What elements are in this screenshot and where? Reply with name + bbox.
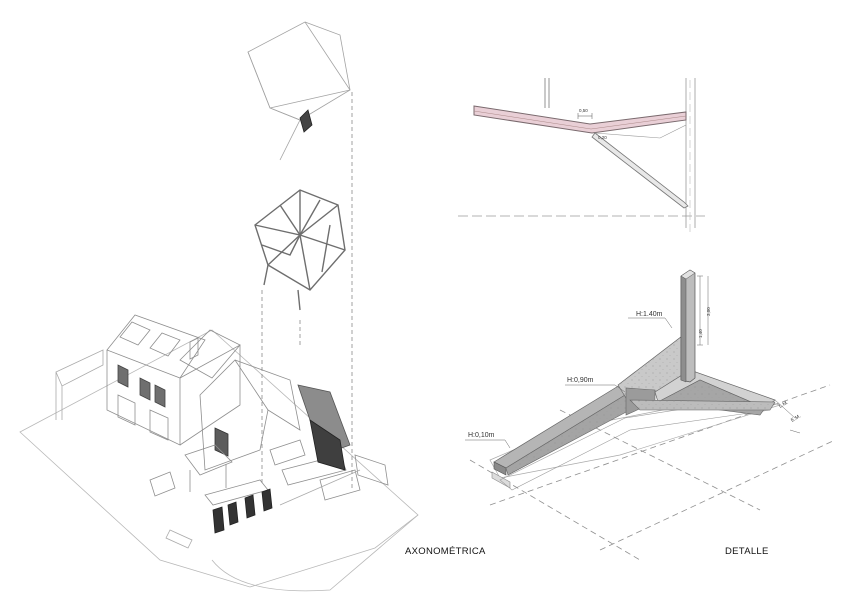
concrete-wing-side [493, 461, 507, 476]
section-detail: 0,50 0,20 [458, 78, 705, 235]
ground-plane [19, 329, 419, 588]
dim-tall: 3,00 [706, 307, 711, 316]
section-beam [473, 105, 687, 134]
boundary-wall [55, 349, 104, 420]
house [106, 314, 389, 534]
detail-3d: H:1.40m H:0,90m H:0,10m 3,00 1,40 L.M. E… [465, 269, 836, 561]
section-dim-top: 0,50 [579, 108, 588, 113]
site-curve [211, 514, 419, 592]
dim-height-low: H:0,10m [468, 432, 495, 439]
axonometric-drawing [19, 21, 419, 592]
label-lm: L.M. [778, 400, 789, 410]
section-strut [591, 132, 689, 209]
section-wall [685, 78, 696, 228]
concrete-wing-top [493, 384, 631, 469]
caption-detail: DETALLE [725, 546, 769, 557]
explode-guides [261, 92, 353, 490]
label-em: E.M. [790, 413, 802, 423]
exploded-lattice [254, 189, 346, 311]
dim-height-top: H:1.40m [636, 311, 663, 318]
section-dim-bottom: 0,20 [598, 135, 607, 140]
caption-axonometric: AXONOMÉTRICA [405, 546, 486, 557]
dim-height-mid: H:0,90m [567, 377, 594, 384]
dim-short: 1,40 [698, 329, 703, 338]
exploded-shell [247, 21, 351, 161]
